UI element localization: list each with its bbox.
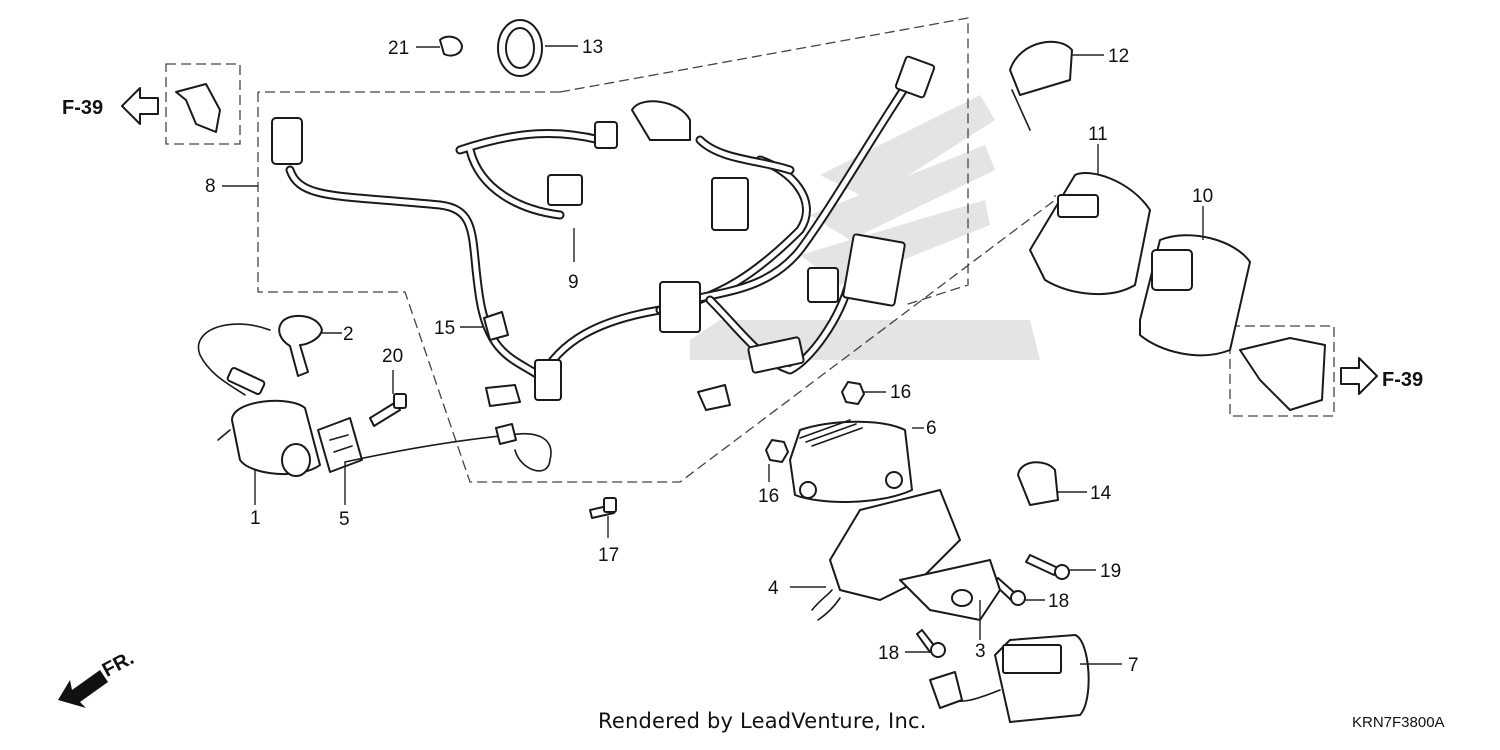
wire-clip bbox=[1017, 461, 1059, 506]
ref-bracket-right-outline bbox=[1229, 325, 1335, 417]
callout-12: 12 bbox=[1108, 46, 1129, 67]
callout-17: 17 bbox=[598, 545, 619, 566]
regulator bbox=[765, 381, 913, 503]
ref-brackets bbox=[175, 83, 1326, 411]
callout-4: 4 bbox=[768, 578, 779, 599]
callout-2: 2 bbox=[343, 324, 354, 345]
credit-footer: Rendered by LeadVenture, Inc. bbox=[598, 709, 927, 733]
callout-10: 10 bbox=[1192, 186, 1213, 207]
callout-18a: 18 bbox=[1048, 591, 1069, 612]
callout-13: 13 bbox=[582, 37, 603, 58]
main-wire-harness bbox=[285, 75, 915, 385]
callout-15: 15 bbox=[434, 318, 455, 339]
ref-right-label: F-39 bbox=[1382, 369, 1423, 391]
harness-group-outline bbox=[257, 17, 1056, 483]
callout-21: 21 bbox=[388, 38, 409, 59]
callout-20: 20 bbox=[382, 346, 403, 367]
callout-16a: 16 bbox=[890, 382, 911, 403]
harness-connectors bbox=[271, 55, 936, 411]
callout-18b: 18 bbox=[878, 643, 899, 664]
callout-7: 7 bbox=[1128, 655, 1139, 676]
front-arrow-icon bbox=[58, 670, 108, 708]
flasher-unit bbox=[929, 634, 1090, 723]
ref-left-label: F-39 bbox=[62, 97, 103, 119]
spark-plug-cap bbox=[278, 314, 323, 377]
callout-3: 3 bbox=[975, 641, 986, 662]
relay-covers bbox=[1029, 172, 1251, 357]
ground-terminal bbox=[495, 423, 517, 445]
leader-lines bbox=[222, 45, 1204, 665]
front-label: FR. bbox=[99, 647, 138, 682]
callout-16b: 16 bbox=[758, 486, 779, 507]
diagram-code: KRN7F3800A bbox=[1352, 714, 1445, 731]
callout-5: 5 bbox=[339, 509, 350, 530]
regulator-bracket bbox=[811, 489, 1001, 621]
left-arrow-icon bbox=[121, 87, 159, 125]
ground-wire bbox=[344, 433, 552, 472]
right-arrow-icon bbox=[1340, 357, 1378, 395]
part-callouts: 1 2 3 4 5 6 7 8 9 10 11 12 13 14 15 16 1… bbox=[205, 37, 1213, 676]
callout-14: 14 bbox=[1090, 483, 1112, 504]
callout-1: 1 bbox=[250, 508, 261, 529]
callout-9: 9 bbox=[568, 272, 579, 293]
callout-19: 19 bbox=[1100, 561, 1121, 582]
callout-11: 11 bbox=[1088, 124, 1108, 145]
ref-bracket-left-outline bbox=[165, 63, 241, 145]
ignition-coil bbox=[197, 323, 321, 477]
reference-arrows bbox=[58, 87, 1378, 708]
callout-8: 8 bbox=[205, 176, 216, 197]
coil-bracket bbox=[317, 417, 363, 473]
callout-6: 6 bbox=[926, 418, 937, 439]
cable-ties bbox=[439, 19, 1073, 131]
harness-clamp bbox=[483, 311, 509, 341]
